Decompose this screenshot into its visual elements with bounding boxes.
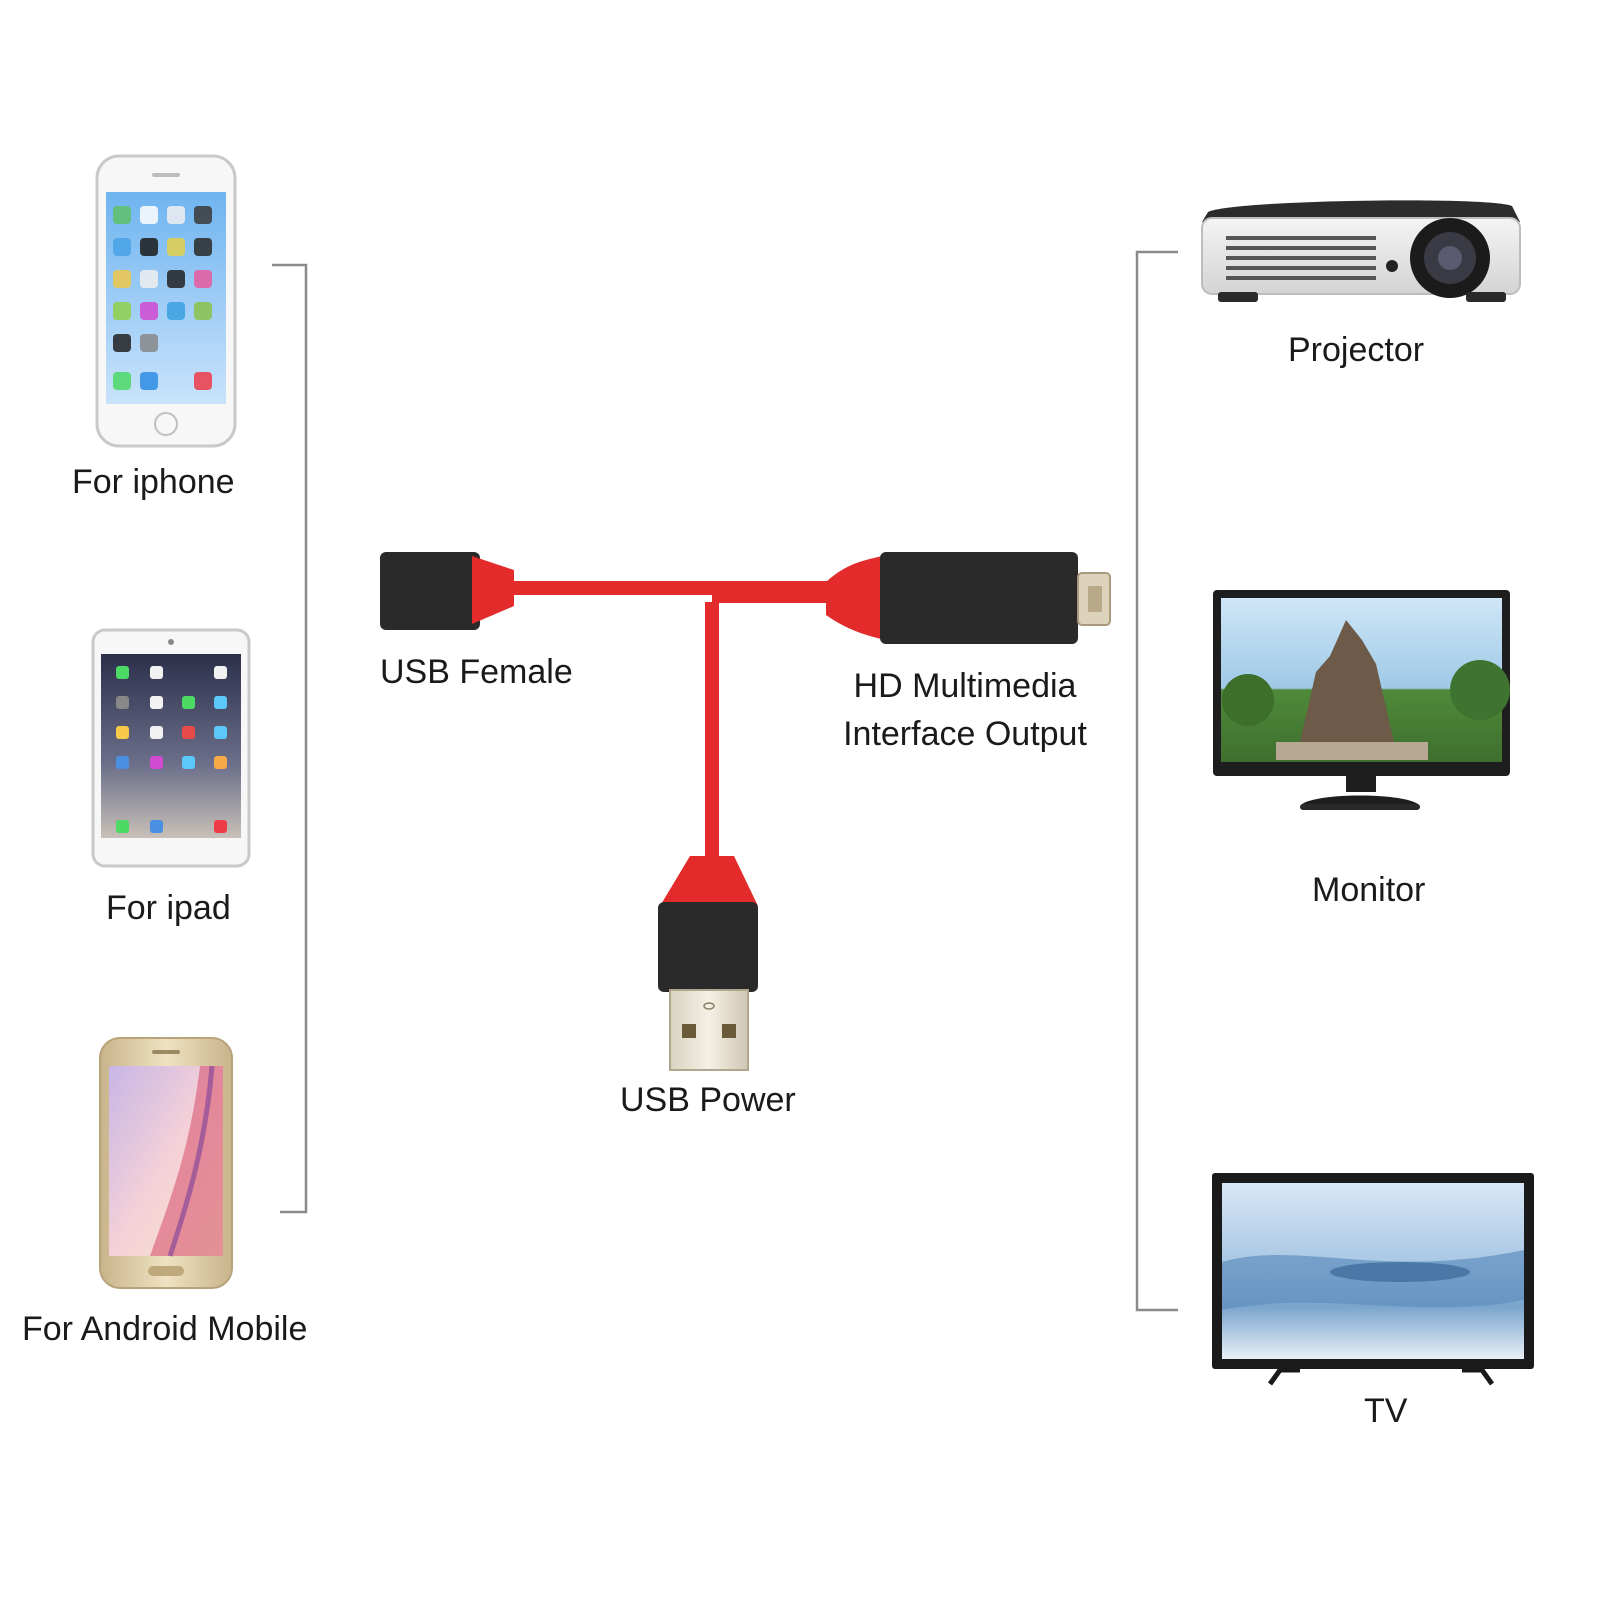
monitor-label: Monitor [1312, 871, 1426, 909]
monitor-icon [1213, 590, 1510, 810]
usb-power-connector [658, 856, 758, 1071]
left-bracket [272, 263, 308, 1214]
usb-power-label: USB Power [620, 1081, 796, 1119]
right-bracket [1135, 250, 1178, 1312]
cable-segment-horizontal [510, 581, 840, 595]
iphone-icon [95, 154, 237, 448]
hdmi-output-label-line1: HD Multimedia [853, 667, 1077, 705]
iphone-label: For iphone [72, 463, 235, 501]
projector-label: Projector [1288, 331, 1425, 369]
android-label: For Android Mobile [22, 1310, 308, 1348]
hdmi-connector [826, 552, 1111, 644]
ipad-label: For ipad [106, 889, 231, 927]
usb-female-label: USB Female [380, 653, 573, 691]
cable-adapter [380, 552, 1111, 1071]
hdmi-output-label-line2: Interface Output [843, 715, 1087, 753]
projector-icon [1201, 200, 1521, 302]
tv-icon [1212, 1173, 1534, 1386]
usb-female-connector [380, 552, 514, 630]
ipad-icon [91, 628, 251, 868]
android-phone-icon [99, 1037, 233, 1289]
tv-label: TV [1364, 1392, 1408, 1430]
